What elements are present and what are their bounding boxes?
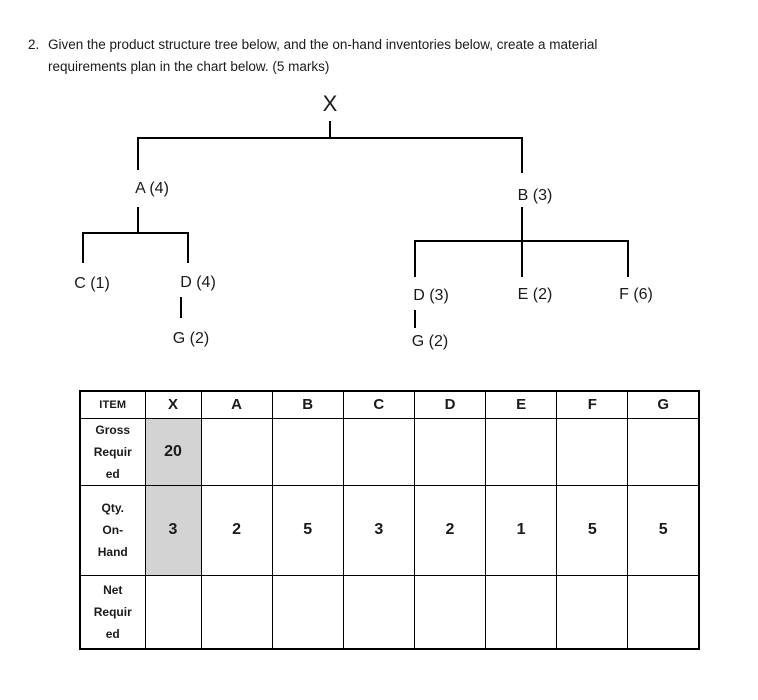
- row-label-qty-on-hand: Qty. On- Hand: [79, 484, 146, 576]
- tree-node-g-right: G (2): [411, 333, 449, 350]
- cell-net-e[interactable]: [485, 574, 558, 650]
- tree-node-b: B (3): [517, 187, 553, 204]
- cell-net-f[interactable]: [556, 574, 629, 650]
- table-row-gross-required: Gross Requir ed 20: [79, 417, 700, 486]
- column-header-f: F: [556, 390, 629, 419]
- cell-gross-b[interactable]: [271, 417, 344, 486]
- cell-gross-x: 20: [144, 417, 202, 486]
- column-header-d: D: [413, 390, 487, 419]
- product-structure-tree: X A (4) B (3) C (1) D (4) G (2) D (3) E …: [74, 91, 653, 350]
- cell-qty-c: 3: [342, 484, 415, 576]
- tree-node-f: F (6): [619, 286, 653, 303]
- table-row-net-required: Net Requir ed: [79, 574, 700, 650]
- tree-node-c: C (1): [74, 275, 110, 292]
- cell-gross-f[interactable]: [556, 417, 629, 486]
- tree-node-e: E (2): [517, 286, 553, 303]
- tree-node-g-left: G (2): [172, 330, 210, 347]
- tree-node-a: A (4): [135, 180, 169, 197]
- cell-qty-g: 5: [627, 484, 700, 576]
- mrp-table: ITEM X A B C D E F G Gross Requir ed 20: [79, 390, 700, 650]
- cell-qty-b: 5: [271, 484, 344, 576]
- cell-net-a[interactable]: [200, 574, 273, 650]
- cell-qty-e: 1: [485, 484, 558, 576]
- column-header-g: G: [627, 390, 700, 419]
- column-header-x: X: [144, 390, 202, 419]
- question-number: 2.: [28, 37, 40, 52]
- cell-net-x[interactable]: [144, 574, 202, 650]
- tree-node-d-left: D (4): [180, 274, 216, 291]
- mrp-chart: ITEM X A B C D E F G Gross Requir ed 20: [79, 390, 700, 650]
- question-block: 2. Given the product structure tree belo…: [28, 34, 748, 78]
- cell-qty-d: 2: [413, 484, 487, 576]
- column-header-b: B: [271, 390, 344, 419]
- cell-gross-g[interactable]: [627, 417, 700, 486]
- row-label-net-required: Net Requir ed: [79, 574, 146, 650]
- column-header-a: A: [200, 390, 273, 419]
- question-text: Given the product structure tree below, …: [48, 37, 598, 74]
- cell-net-g[interactable]: [627, 574, 700, 650]
- table-row-qty-on-hand: Qty. On- Hand 3 2 5 3 2 1 5 5: [79, 484, 700, 576]
- cell-gross-e[interactable]: [485, 417, 558, 486]
- cell-gross-d[interactable]: [413, 417, 487, 486]
- cell-qty-f: 5: [556, 484, 629, 576]
- tree-node-x: X: [322, 91, 338, 116]
- cell-net-b[interactable]: [271, 574, 344, 650]
- tree-node-d-right: D (3): [413, 287, 449, 304]
- column-header-e: E: [485, 390, 558, 419]
- cell-net-d[interactable]: [413, 574, 487, 650]
- cell-gross-a[interactable]: [200, 417, 273, 486]
- column-header-c: C: [342, 390, 415, 419]
- column-header-item: ITEM: [79, 390, 146, 419]
- row-label-gross-required: Gross Requir ed: [79, 417, 146, 486]
- cell-qty-a: 2: [200, 484, 273, 576]
- cell-qty-x: 3: [144, 484, 202, 576]
- cell-net-c[interactable]: [342, 574, 415, 650]
- tree-connector-lines: [82, 121, 629, 328]
- header-row: ITEM X A B C D E F G: [79, 390, 700, 419]
- cell-gross-c[interactable]: [342, 417, 415, 486]
